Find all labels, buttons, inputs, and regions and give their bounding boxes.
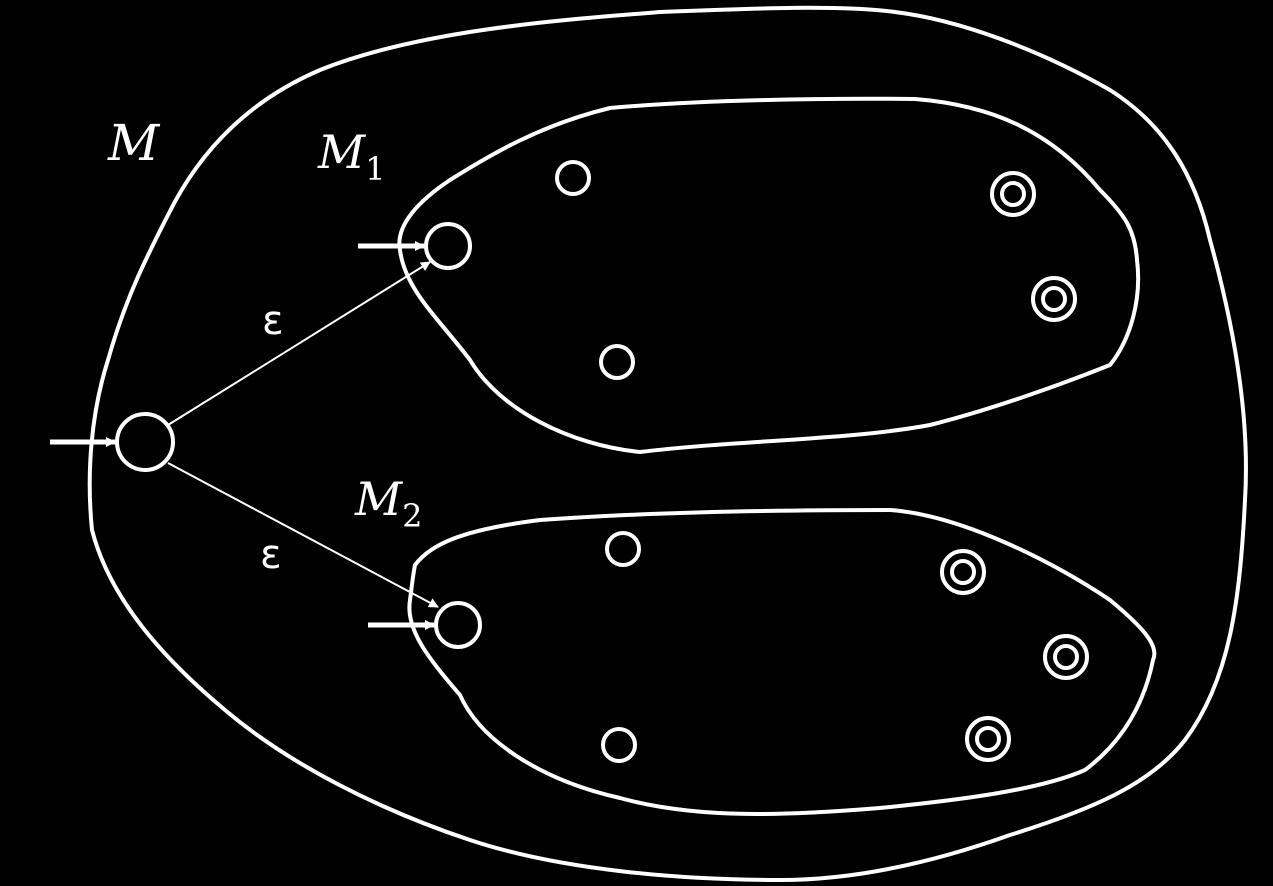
accept-state-M2-b xyxy=(1043,634,1089,680)
epsilon-edge-to-M2 xyxy=(167,462,439,608)
accept-state-M2-a xyxy=(940,549,986,595)
state-M1-b xyxy=(599,344,635,380)
label-M2: M2 xyxy=(354,472,422,535)
label-epsilon-top: ε xyxy=(262,298,284,344)
state-M2-a xyxy=(605,531,641,567)
label-M1: M1 xyxy=(317,125,385,188)
state-M2-b xyxy=(601,727,637,763)
accept-state-M1-b xyxy=(1031,276,1077,322)
accept-state-M2-c xyxy=(965,716,1011,762)
machine1-boundary xyxy=(397,96,1141,454)
start-state-M xyxy=(115,412,175,472)
label-M: M xyxy=(107,114,161,172)
start-state-M1 xyxy=(424,222,472,270)
label-epsilon-bottom: ε xyxy=(260,532,282,578)
label-M1-subscript: 1 xyxy=(365,150,385,188)
accept-state-M1-a xyxy=(990,171,1036,217)
start-state-M2 xyxy=(434,601,482,649)
state-M1-a xyxy=(555,160,591,196)
epsilon-edge-to-M1 xyxy=(167,261,431,426)
label-M2-letter: M xyxy=(354,472,404,526)
label-M1-letter: M xyxy=(317,125,367,179)
machine2-boundary xyxy=(407,508,1157,816)
label-M2-subscript: 2 xyxy=(402,497,422,535)
outer-machine-boundary xyxy=(87,5,1248,882)
